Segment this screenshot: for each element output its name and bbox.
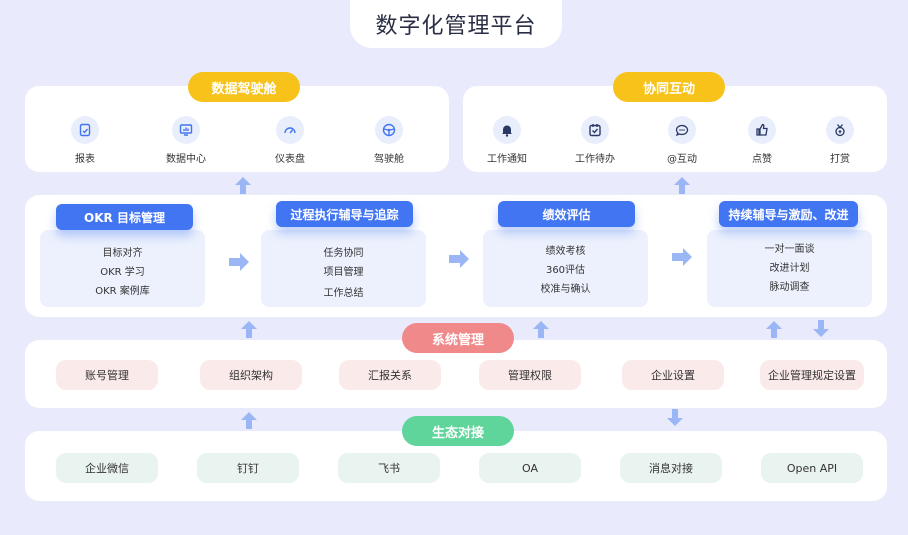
- execution-line: 任务协同: [323, 248, 364, 259]
- arrow-up-icon: [241, 412, 257, 429]
- arrow-up-icon: [533, 321, 549, 338]
- arrow-up-icon: [235, 177, 251, 194]
- thumbs-up-icon: [748, 116, 776, 144]
- system-item[interactable]: 账号管理: [56, 360, 158, 390]
- bell-icon: [493, 116, 521, 144]
- work-todo-item[interactable]: 工作待办: [560, 116, 630, 165]
- data-center-item[interactable]: 数据中心: [151, 116, 221, 165]
- arrow-right-icon: [229, 253, 249, 271]
- okr-card-title: OKR 目标管理: [56, 204, 193, 230]
- ecosystem-item[interactable]: Open API: [761, 453, 863, 483]
- chat-icon: [668, 116, 696, 144]
- system-item[interactable]: 企业设置: [622, 360, 724, 390]
- data-center-label: 数据中心: [166, 154, 206, 165]
- evaluation-line: 绩效考核: [545, 246, 586, 257]
- work-notice-label: 工作通知: [487, 154, 527, 165]
- system-item[interactable]: 汇报关系: [339, 360, 441, 390]
- okr-line: OKR 学习: [100, 267, 145, 278]
- ecosystem-item[interactable]: OA: [479, 453, 581, 483]
- arrow-up-icon: [766, 321, 782, 338]
- todo-icon: [581, 116, 609, 144]
- arrow-down-icon: [667, 409, 683, 426]
- arrow-right-icon: [449, 250, 469, 268]
- arrow-up-icon: [241, 321, 257, 338]
- coaching-card-title: 持续辅导与激励、改进: [719, 201, 858, 227]
- okr-line: 目标对齐: [102, 248, 143, 259]
- execution-line: 项目管理: [323, 267, 364, 278]
- system-item[interactable]: 管理权限: [479, 360, 581, 390]
- evaluation-card-title: 绩效评估: [498, 201, 635, 227]
- system-pill: 系统管理: [402, 323, 514, 353]
- arrow-right-icon: [672, 248, 692, 266]
- okr-line: OKR 案例库: [95, 286, 150, 297]
- execution-card[interactable]: 任务协同 项目管理 工作总结: [261, 230, 426, 307]
- ecosystem-item[interactable]: 钉钉: [197, 453, 299, 483]
- coaching-line: 一对一面谈: [764, 244, 815, 255]
- evaluation-line: 360评估: [545, 265, 586, 276]
- work-notice-item[interactable]: 工作通知: [472, 116, 542, 165]
- gauge-icon: [276, 116, 304, 144]
- report-label: 报表: [75, 154, 95, 165]
- data-cockpit-pill: 数据驾驶舱: [188, 72, 300, 102]
- ecosystem-item[interactable]: 飞书: [338, 453, 440, 483]
- report-icon: [71, 116, 99, 144]
- page-title: 数字化管理平台: [350, 0, 562, 48]
- execution-card-title: 过程执行辅导与追踪: [276, 201, 413, 227]
- execution-line: 工作总结: [323, 288, 364, 299]
- system-item[interactable]: 组织架构: [200, 360, 302, 390]
- okr-card[interactable]: 目标对齐 OKR 学习 OKR 案例库: [40, 230, 205, 307]
- ecosystem-pill: 生态对接: [402, 416, 514, 446]
- work-todo-label: 工作待办: [575, 154, 615, 165]
- evaluation-card[interactable]: 绩效考核 360评估 校准与确认: [483, 230, 648, 307]
- collaboration-pill: 协同互动: [613, 72, 725, 102]
- steering-wheel-icon: [375, 116, 403, 144]
- cockpit-label: 驾驶舱: [374, 154, 404, 165]
- coaching-line: 脉动调查: [769, 282, 810, 293]
- like-label: 点赞: [752, 154, 772, 165]
- ecosystem-item[interactable]: 消息对接: [620, 453, 722, 483]
- evaluation-line: 校准与确认: [540, 284, 591, 295]
- mention-item[interactable]: @互动: [647, 116, 717, 165]
- reward-icon: [826, 116, 854, 144]
- system-item[interactable]: 企业管理规定设置: [760, 360, 864, 390]
- data-center-icon: [172, 116, 200, 144]
- like-item[interactable]: 点赞: [727, 116, 797, 165]
- gauge-label: 仪表盘: [275, 154, 305, 165]
- report-item[interactable]: 报表: [50, 116, 120, 165]
- arrow-down-icon: [813, 320, 829, 337]
- gauge-item[interactable]: 仪表盘: [255, 116, 325, 165]
- coaching-line: 改进计划: [769, 263, 810, 274]
- ecosystem-item[interactable]: 企业微信: [56, 453, 158, 483]
- mention-label: @互动: [667, 154, 697, 165]
- coaching-card[interactable]: 一对一面谈 改进计划 脉动调查: [707, 230, 872, 307]
- arrow-up-icon: [674, 177, 690, 194]
- reward-label: 打赏: [830, 154, 850, 165]
- reward-item[interactable]: 打赏: [805, 116, 875, 165]
- cockpit-item[interactable]: 驾驶舱: [354, 116, 424, 165]
